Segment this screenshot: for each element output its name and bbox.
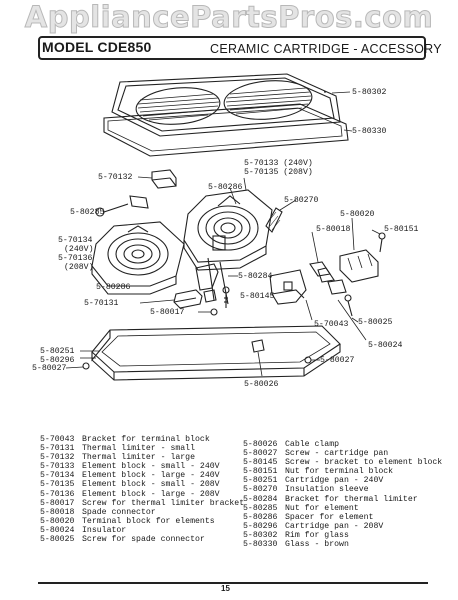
page-number: 15 (221, 584, 230, 593)
watermark: AppliancePartsPros.com (24, 0, 434, 35)
insulation-sleeve (265, 207, 283, 233)
callout-5-80286-bottom: 5-80286 (96, 283, 131, 292)
element-nut (95, 195, 149, 217)
model-label: MODEL CDE850 (42, 39, 152, 55)
callout-5-80270: 5-80270 (284, 196, 319, 205)
spade-connector-screw (344, 294, 353, 317)
element-block-small (91, 221, 185, 295)
callout-240v: (240V) (64, 245, 94, 254)
callout-5-70043: 5-70043 (314, 320, 349, 329)
model-header-box (38, 36, 426, 60)
spade-connector (309, 261, 335, 283)
callout-5-80027-right: 5-80027 (320, 356, 355, 365)
callout-5-80296: 5-80296 (40, 356, 75, 365)
callout-5-70132: 5-70132 (98, 173, 133, 182)
callout-5-80017: 5-80017 (150, 308, 185, 317)
callout-5-70134: 5-70134 (58, 236, 93, 245)
element-block-large (183, 189, 273, 271)
callout-5-80286-top: 5-80286 (208, 183, 243, 192)
callout-5-80145: 5-80145 (240, 292, 275, 301)
callout-208v: (208V) (64, 263, 94, 272)
callout-5-70136: 5-70136 (58, 254, 93, 263)
callout-5-80026: 5-80026 (244, 380, 279, 389)
cable-clamp (251, 339, 265, 377)
section-title: CERAMIC CARTRIDGE - ACCESSORY (210, 42, 442, 56)
callout-5-80020: 5-80020 (340, 210, 375, 219)
terminal-block (339, 229, 386, 283)
thermal-limiter-bracket (195, 257, 229, 305)
pan-screw-left (65, 362, 90, 370)
pan-screw-right (304, 356, 320, 364)
callout-5-80151: 5-80151 (384, 225, 419, 234)
thermal-limiter-large (151, 169, 177, 189)
callout-5-80251: 5-80251 (40, 347, 75, 356)
footer-rule (38, 582, 428, 584)
cartridge-pan (91, 325, 341, 381)
callout-5-80302: 5-80302 (352, 88, 387, 97)
limiter-bracket-screw (198, 308, 218, 316)
glass-rim-grille (111, 73, 341, 137)
callout-5-80018: 5-80018 (316, 225, 351, 234)
insulator (327, 279, 347, 295)
callout-5-80285: 5-80285 (70, 208, 105, 217)
callout-5-80024: 5-80024 (368, 341, 403, 350)
callout-5-80025: 5-80025 (358, 318, 393, 327)
glass-panel (103, 103, 349, 157)
callout-5-70131: 5-70131 (84, 299, 119, 308)
terminal-block-bracket (269, 269, 307, 305)
callout-5-80027-left: 5-80027 (32, 364, 67, 373)
thermal-limiter-small (139, 289, 217, 309)
callout-5-70135: 5-70135 (208V) (244, 168, 313, 177)
callout-5-70133: 5-70133 (240V) (244, 159, 313, 168)
callout-5-80330: 5-80330 (352, 127, 387, 136)
bracket-screw (222, 286, 230, 308)
callout-5-80284: 5-80284 (238, 272, 273, 281)
